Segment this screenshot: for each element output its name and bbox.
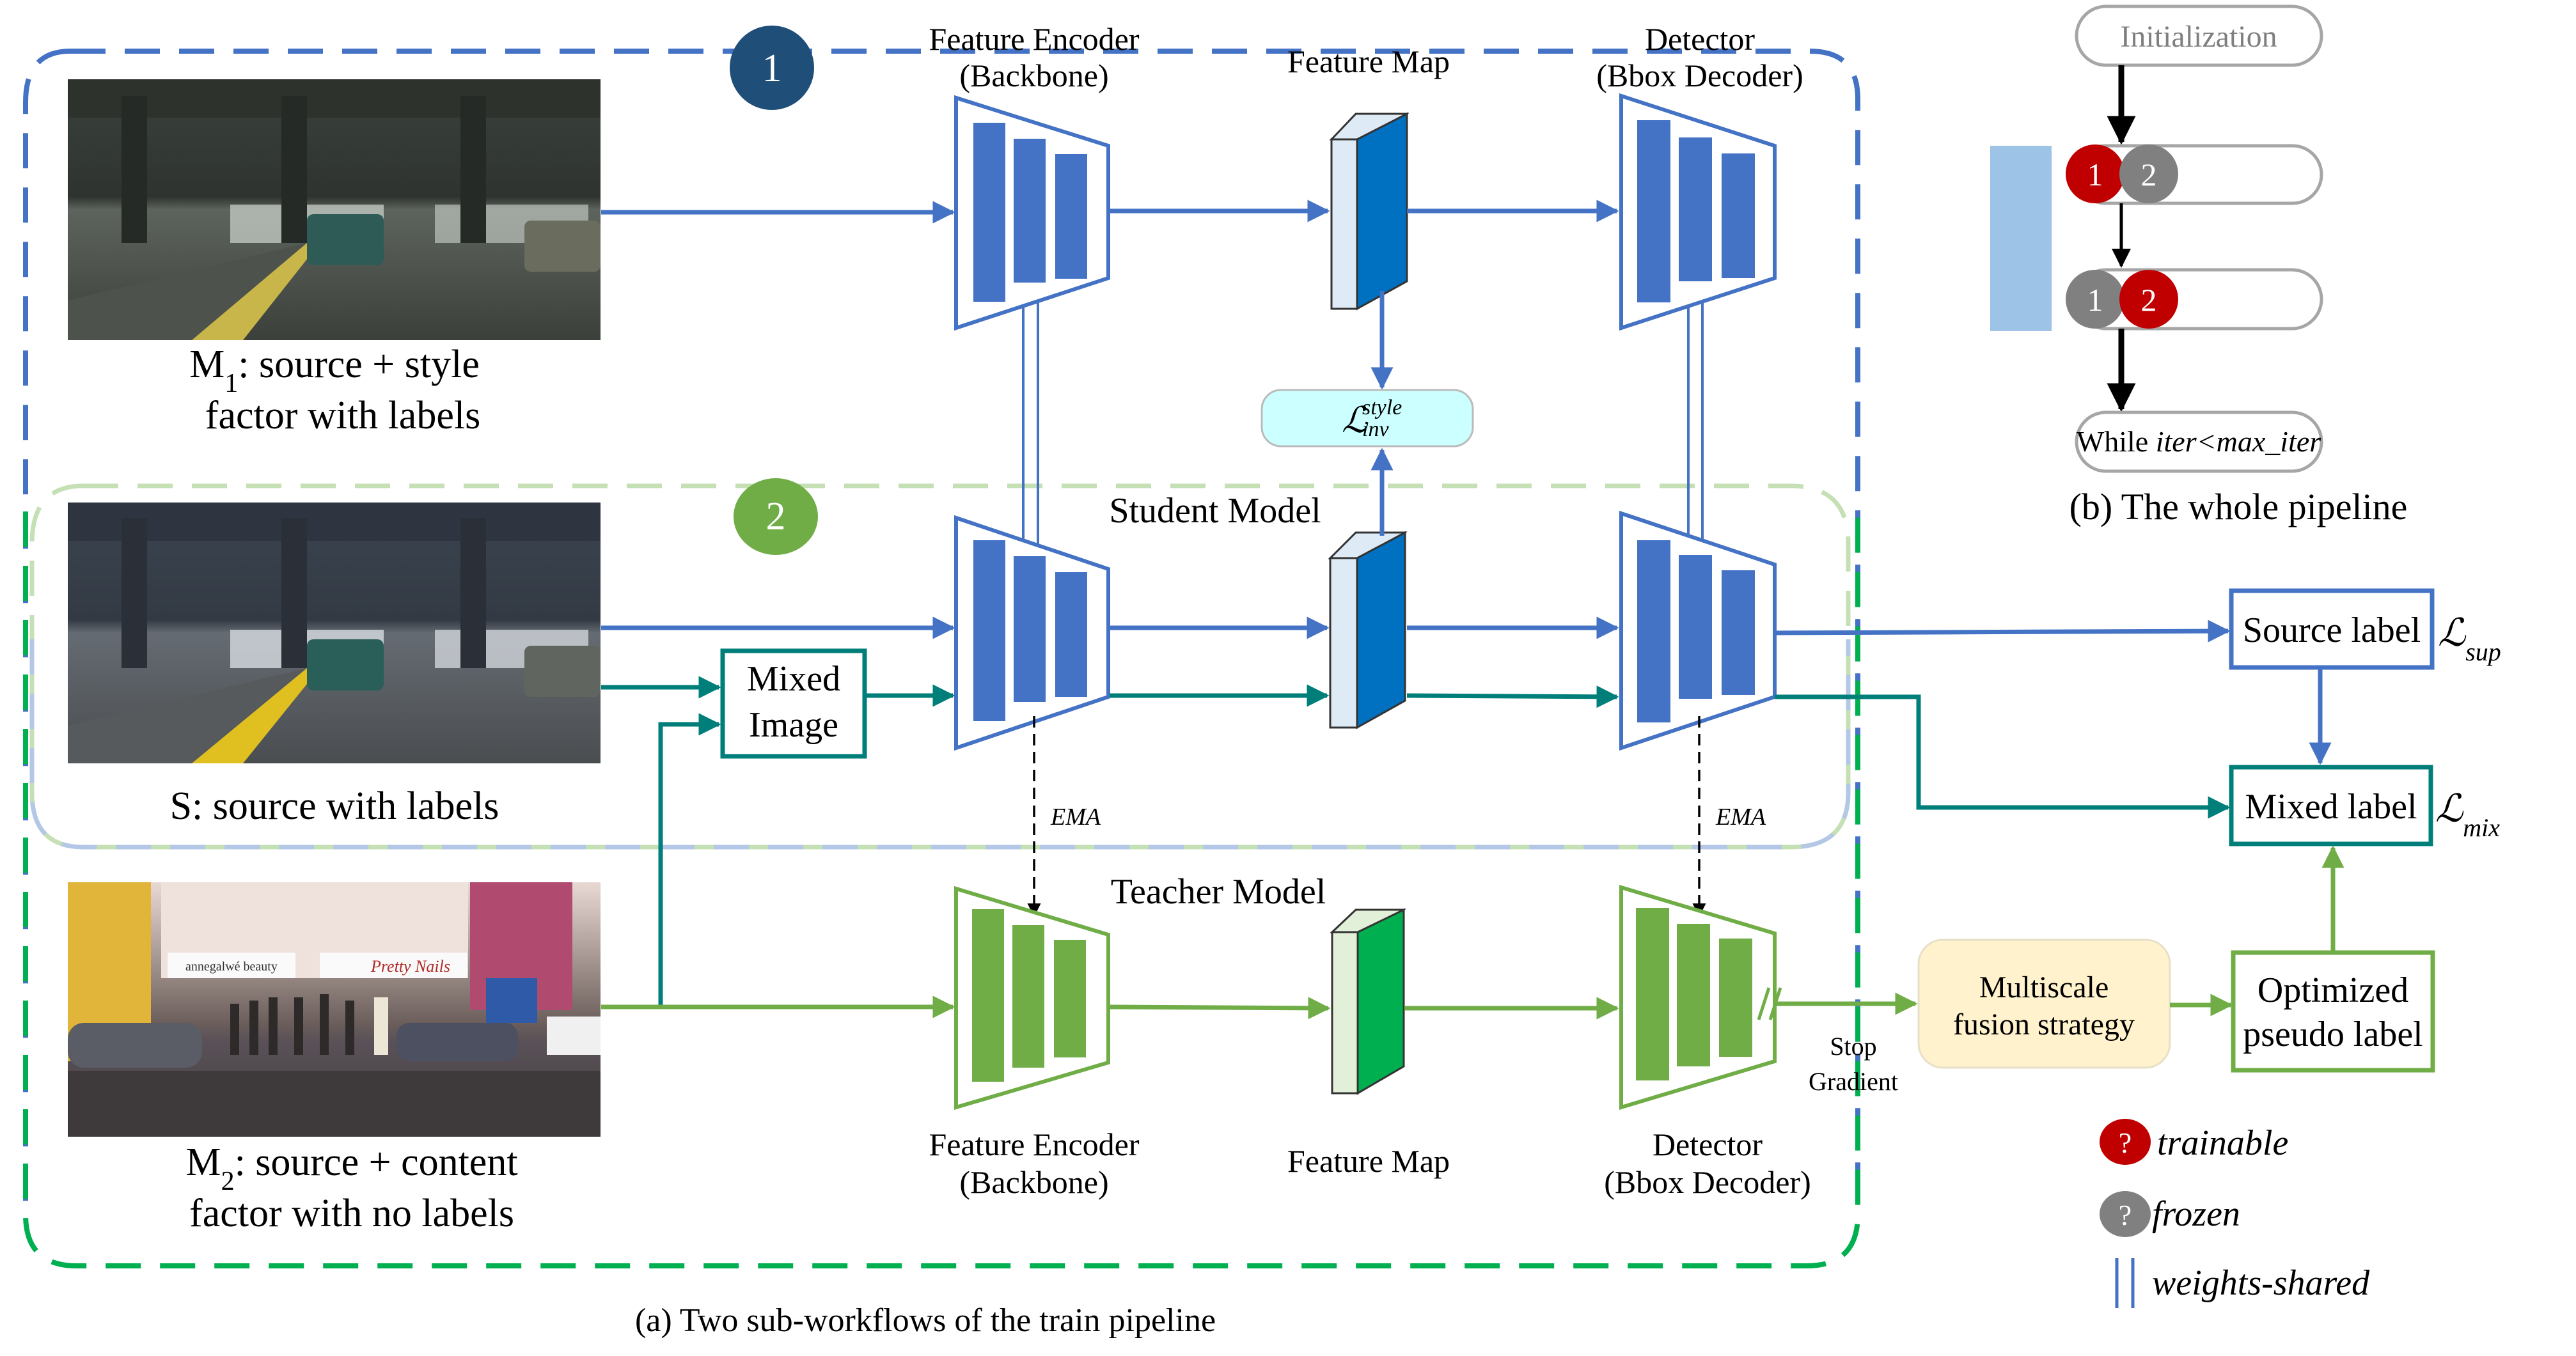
mixed-image-box: Mixed Image <box>720 648 867 759</box>
student-model-title: Student Model <box>1109 491 1321 531</box>
image-s-caption: S: source with labels <box>170 784 499 828</box>
teacher-encoder-subtitle: (Backbone) <box>959 1164 1108 1200</box>
frozen-icon-glyph: ? <box>2119 1199 2132 1231</box>
trainable-icon-glyph: ? <box>2119 1126 2132 1159</box>
workflow1-border-left <box>23 49 71 1215</box>
image-m1-caption-line1: M1: source + style <box>189 343 480 398</box>
pipeline-step-b-badge-1-number: 1 <box>2087 282 2103 318</box>
top-detector-subtitle: (Bbox Decoder) <box>1596 58 1803 93</box>
teacher-detector-subtitle: (Bbox Decoder) <box>1604 1164 1811 1200</box>
legend-trainable-label: trainable <box>2157 1123 2288 1163</box>
legend-frozen: ? frozen <box>2100 1191 2240 1237</box>
image-m1 <box>68 79 601 340</box>
legend-weights-shared: weights-shared <box>2115 1258 2370 1308</box>
mixed-image-label-line2: Image <box>749 705 838 745</box>
style-loss-superscript: style <box>1362 396 1402 419</box>
stop-gradient-mark <box>1757 987 1782 1020</box>
arrow-teacher-encoder-to-fmap <box>1109 997 1331 1020</box>
weights-shared-icon <box>2115 1258 2135 1308</box>
fusion-label-line1: Multiscale <box>1979 970 2109 1004</box>
image-m1-caption-line2: factor with labels <box>205 394 480 437</box>
stop-gradient-label-line2: Gradient <box>1809 1067 1898 1096</box>
m2-shop-sign: Pretty Nails <box>370 957 450 976</box>
pipeline-step-a-badge-2-number: 2 <box>2141 157 2157 192</box>
trainable-icon <box>2100 1119 2151 1165</box>
stop-gradient-label-line1: Stop <box>1830 1032 1876 1061</box>
workflow2-badge-number: 2 <box>766 495 786 538</box>
teacher-detector-title: Detector <box>1653 1126 1763 1162</box>
arrow-detector-to-source-label <box>1774 620 2231 643</box>
workflow2-border <box>23 511 1860 1268</box>
workflow2-badge: 2 <box>734 478 818 555</box>
top-feature-encoder <box>954 95 1110 331</box>
legend-weights-shared-label: weights-shared <box>2152 1263 2370 1303</box>
image-m2: Pretty Nails annegalwé beauty <box>68 882 601 1137</box>
image-m2-caption-line2: factor with no labels <box>189 1192 514 1235</box>
teacher-feature-map <box>1330 908 1406 1095</box>
student-detector <box>1619 510 1777 751</box>
ema-label-encoder: EMA <box>1050 804 1101 830</box>
workflow1-badge-number: 1 <box>762 47 782 90</box>
style-invariance-loss: ℒ style inv <box>1261 389 1474 448</box>
weights-shared-detector <box>1687 300 1704 560</box>
style-loss-subscript: inv <box>1362 417 1389 441</box>
pipeline-step-b-badge-2: 2 <box>2119 270 2178 329</box>
top-detector <box>1619 93 1777 331</box>
source-label-box: Source label <box>2229 588 2435 670</box>
top-encoder-subtitle: (Backbone) <box>959 58 1108 93</box>
image-s <box>68 503 601 763</box>
teacher-feature-map-label: Feature Map <box>1287 1143 1450 1179</box>
pseudo-label-line1: Optimized <box>2258 970 2408 1010</box>
loss-sup: ℒsup <box>2438 612 2501 666</box>
pipeline-step-a-badge-2: 2 <box>2119 144 2178 203</box>
pipeline-caption: (b) The whole pipeline <box>2069 486 2408 527</box>
top-feature-map <box>1329 112 1410 311</box>
legend-trainable: ? trainable <box>2100 1119 2288 1165</box>
pipeline-step-a-badge-1-number: 1 <box>2087 157 2103 192</box>
pipeline-step-b-badge-2-number: 2 <box>2141 282 2157 318</box>
pipeline-loop: While iter<max_iter <box>2075 410 2323 473</box>
student-feature-encoder <box>954 515 1110 751</box>
caption-a: (a) Two sub-workflows of the train pipel… <box>635 1302 1216 1339</box>
pipeline-init-label: Initialization <box>2120 20 2277 54</box>
ema-label-detector: EMA <box>1715 804 1766 830</box>
top-detector-title: Detector <box>1645 21 1755 57</box>
frozen-icon <box>2100 1191 2151 1237</box>
teacher-model-title: Teacher Model <box>1111 872 1326 912</box>
pipeline-side-bar <box>1990 146 2052 331</box>
student-region-border <box>29 483 1851 850</box>
weights-shared-encoder <box>1022 300 1039 558</box>
student-feature-map <box>1328 531 1408 729</box>
multiscale-fusion-box: Multiscale fusion strategy <box>1917 939 2171 1069</box>
m2-shop-sign-2: annegalwé beauty <box>185 960 278 974</box>
mixed-image-label-line1: Mixed <box>747 659 840 699</box>
teacher-detector <box>1619 884 1777 1111</box>
arrow-m2-to-mixed-image <box>658 713 721 1007</box>
legend-frozen-label: frozen <box>2152 1194 2240 1234</box>
arrow-mixed-fmap-to-detector <box>1406 685 1619 708</box>
top-encoder-title: Feature Encoder <box>929 21 1139 57</box>
fusion-label-line2: fusion strategy <box>1953 1008 2135 1041</box>
optimized-pseudo-label-box: Optimized pseudo label <box>2231 950 2435 1073</box>
pseudo-label-line2: pseudo label <box>2243 1015 2423 1054</box>
pipeline-loop-label: While iter<max_iter <box>2077 425 2321 458</box>
source-label-text: Source label <box>2243 611 2421 650</box>
pipeline-step-a-badge-1: 1 <box>2066 144 2124 203</box>
teacher-encoder-title: Feature Encoder <box>929 1126 1139 1162</box>
arrow-detector-to-mixed-label <box>1775 694 2231 819</box>
image-m2-caption-line1: M2: source + content <box>185 1141 517 1196</box>
mixed-label-box: Mixed label <box>2229 765 2433 846</box>
teacher-feature-encoder <box>954 885 1110 1111</box>
mixed-label-text: Mixed label <box>2245 787 2417 827</box>
pipeline-step-b-badge-1: 1 <box>2066 270 2124 329</box>
style-loss-symbol: ℒ <box>1342 401 1369 440</box>
student-region-border-lower <box>29 639 1851 850</box>
pipeline-init: Initialization <box>2075 4 2323 67</box>
loss-mix: ℒmix <box>2435 788 2500 842</box>
workflow1-badge: 1 <box>730 26 814 110</box>
top-feature-map-label: Feature Map <box>1287 43 1450 79</box>
workflow1-border <box>70 49 1860 1215</box>
